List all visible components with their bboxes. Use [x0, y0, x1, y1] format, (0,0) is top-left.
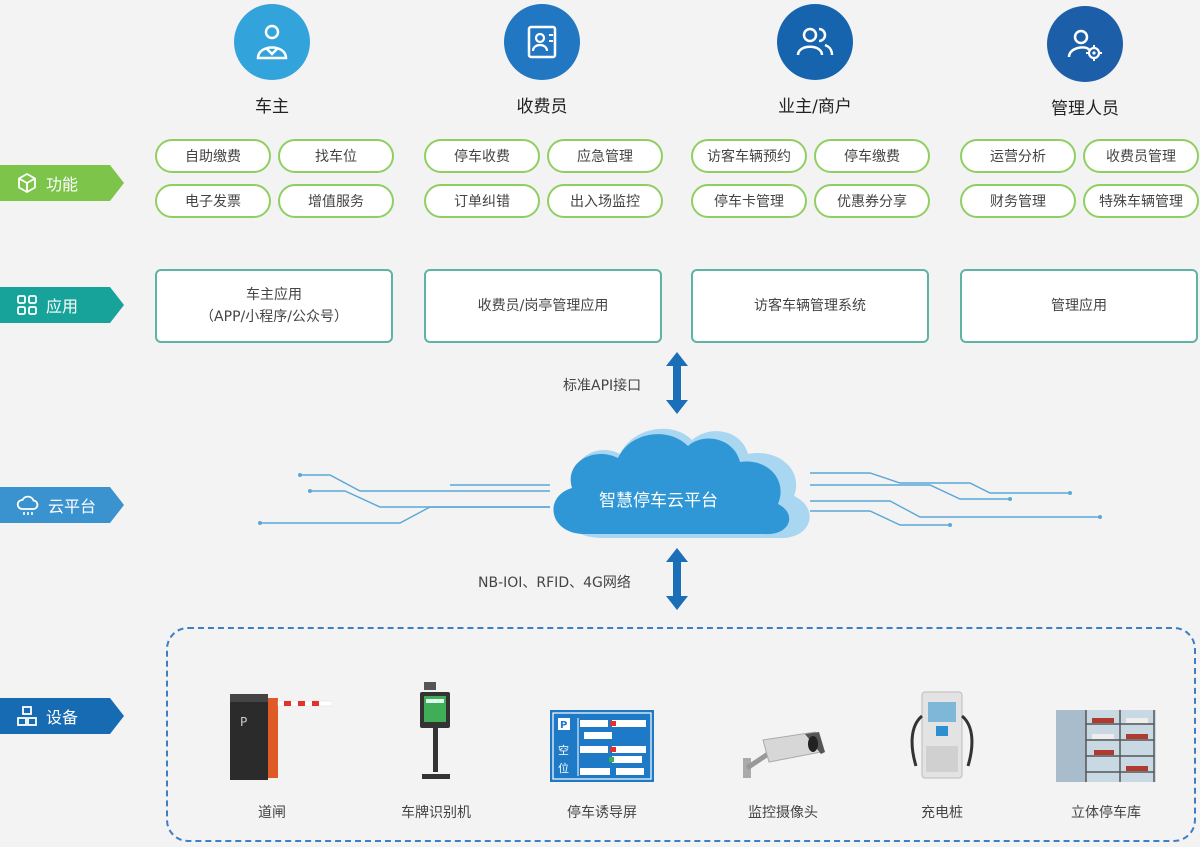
function-pill: 停车缴费 — [814, 139, 930, 173]
role-label: 车主 — [255, 97, 289, 117]
function-pill: 增值服务 — [278, 184, 394, 218]
function-pill: 优惠券分享 — [814, 184, 930, 218]
device-barrier-gate: P 道闸 — [202, 672, 342, 822]
cashier-icon — [504, 4, 580, 80]
network-label: NB-IOI、RFID、4G网络 — [478, 575, 631, 591]
function-pill: 财务管理 — [960, 184, 1076, 218]
role-owner-merchant: 业主/商户 — [735, 4, 895, 117]
function-pill: 找车位 — [278, 139, 394, 173]
device-name: 停车诱导屏 — [567, 805, 637, 821]
tag-function: 功能 — [0, 165, 124, 201]
cube-icon — [18, 172, 36, 194]
device-parking-garage: 立体停车库 — [1036, 672, 1176, 822]
tag-label: 云平台 — [48, 497, 97, 516]
tag-label: 设备 — [46, 708, 79, 727]
tag-device: 设备 — [0, 698, 124, 734]
tag-label: 功能 — [46, 175, 79, 194]
function-pill: 电子发票 — [155, 184, 271, 218]
guide-p-letter: P — [560, 720, 567, 731]
admin-gear-icon — [1047, 6, 1123, 82]
function-pill: 运营分析 — [960, 139, 1076, 173]
cloud-platform-icon — [553, 428, 810, 538]
cloud-icon — [16, 495, 39, 515]
device-name: 车牌识别机 — [401, 805, 471, 821]
app-box-line: 收费员/岗亭管理应用 — [477, 298, 609, 314]
tag-application: 应用 — [0, 287, 124, 323]
role-label: 收费员 — [516, 97, 568, 117]
charger-icon — [872, 672, 1012, 782]
circuit-lines — [258, 472, 1102, 527]
guide-char-2: 位 — [558, 761, 569, 775]
parking-garage-icon — [1036, 672, 1176, 782]
app-box-cashier: 收费员/岗亭管理应用 — [424, 269, 662, 343]
apps-grid-icon — [17, 295, 37, 315]
role-label: 管理人员 — [1051, 99, 1119, 119]
role-label: 业主/商户 — [778, 97, 852, 117]
function-pill: 特殊车辆管理 — [1083, 184, 1199, 218]
function-pill: 停车卡管理 — [691, 184, 807, 218]
tag-label: 应用 — [46, 297, 79, 316]
cloud-platform-label: 智慧停车云平台 — [599, 491, 718, 511]
device-camera: 监控摄像头 — [713, 672, 853, 822]
device-name: 充电桩 — [921, 805, 963, 821]
driver-icon — [234, 4, 310, 80]
svg-text:P: P — [240, 715, 247, 729]
device-blocks-icon — [17, 706, 37, 726]
device-plate-recognition: 车牌识别机 — [366, 672, 506, 822]
app-box-line: 管理应用 — [1051, 298, 1107, 314]
function-pill: 订单纠错 — [424, 184, 540, 218]
guide-screen-icon: P 空 位 — [532, 672, 672, 782]
role-driver: 车主 — [192, 4, 352, 117]
app-box-admin: 管理应用 — [960, 269, 1198, 343]
device-name: 立体停车库 — [1071, 805, 1141, 821]
function-pill: 停车收费 — [424, 139, 540, 173]
app-box-driver: 车主应用 （APP/小程序/公众号） — [155, 269, 393, 343]
network-double-arrow-icon — [666, 548, 688, 610]
device-guide-screen: P 空 位 停车诱导屏 — [532, 672, 672, 822]
function-pill: 收费员管理 — [1083, 139, 1199, 173]
users-icon — [777, 4, 853, 80]
device-name: 道闸 — [258, 805, 286, 821]
role-cashier: 收费员 — [462, 4, 622, 117]
device-charger: 充电桩 — [872, 672, 1012, 822]
role-admin: 管理人员 — [1005, 6, 1165, 119]
app-box-line: （APP/小程序/公众号） — [200, 309, 348, 325]
plate-recognition-icon — [366, 672, 506, 782]
guide-char-1: 空 — [558, 743, 569, 757]
device-name: 监控摄像头 — [748, 805, 818, 821]
app-box-visitor: 访客车辆管理系统 — [691, 269, 929, 343]
function-pill: 自助缴费 — [155, 139, 271, 173]
device-area — [166, 627, 1196, 842]
camera-icon — [713, 672, 853, 782]
app-box-line: 访客车辆管理系统 — [754, 298, 866, 314]
function-pill: 应急管理 — [547, 139, 663, 173]
tag-cloud: 云平台 — [0, 487, 124, 523]
api-double-arrow-icon — [666, 352, 688, 414]
function-pill: 出入场监控 — [547, 184, 663, 218]
function-pill: 访客车辆预约 — [691, 139, 807, 173]
app-box-line: 车主应用 — [246, 287, 302, 303]
barrier-gate-icon: P — [202, 672, 342, 782]
api-label: 标准API接口 — [563, 378, 642, 394]
